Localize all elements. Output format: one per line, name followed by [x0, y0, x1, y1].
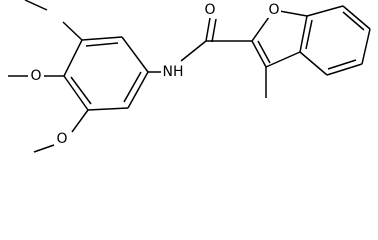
bond	[62, 21, 83, 41]
bond	[299, 15, 308, 53]
bond	[71, 109, 89, 133]
benzofuran-benzene-ring	[299, 5, 371, 76]
methoxy-oxygen-bottom-label: O	[56, 131, 67, 147]
furan-oxygen-label: O	[268, 2, 279, 18]
bond	[265, 51, 301, 68]
bond	[306, 5, 344, 17]
bond	[361, 28, 371, 65]
bond	[24, 0, 48, 11]
bond	[180, 40, 207, 62]
bond	[342, 5, 371, 30]
bond	[257, 40, 271, 64]
atom-labels: O O NH O O	[29, 2, 281, 147]
chemical-structure-diagram: O O NH O O	[8, 0, 371, 153]
bond	[63, 39, 83, 77]
bond	[121, 36, 149, 73]
bond	[327, 59, 357, 70]
bond	[85, 42, 119, 47]
dimethoxyphenyl-ring	[63, 36, 149, 111]
amide-nitrogen-label: NH	[163, 64, 184, 80]
bond	[127, 71, 149, 109]
bond	[205, 17, 211, 42]
bond	[342, 11, 365, 31]
bond	[70, 76, 92, 105]
bond	[305, 19, 313, 50]
methoxy-groups	[8, 0, 89, 153]
bond	[326, 63, 363, 76]
bond	[211, 18, 217, 43]
bond	[251, 40, 267, 68]
bond	[87, 107, 129, 111]
bond	[63, 75, 89, 111]
benzofuran-furan-ring	[251, 9, 308, 68]
carbonyl-oxygen-label: O	[204, 2, 215, 18]
bond	[123, 71, 142, 103]
bond	[299, 51, 328, 76]
bond	[33, 144, 55, 153]
methoxy-oxygen-top-label: O	[30, 68, 41, 84]
bond	[81, 36, 123, 41]
